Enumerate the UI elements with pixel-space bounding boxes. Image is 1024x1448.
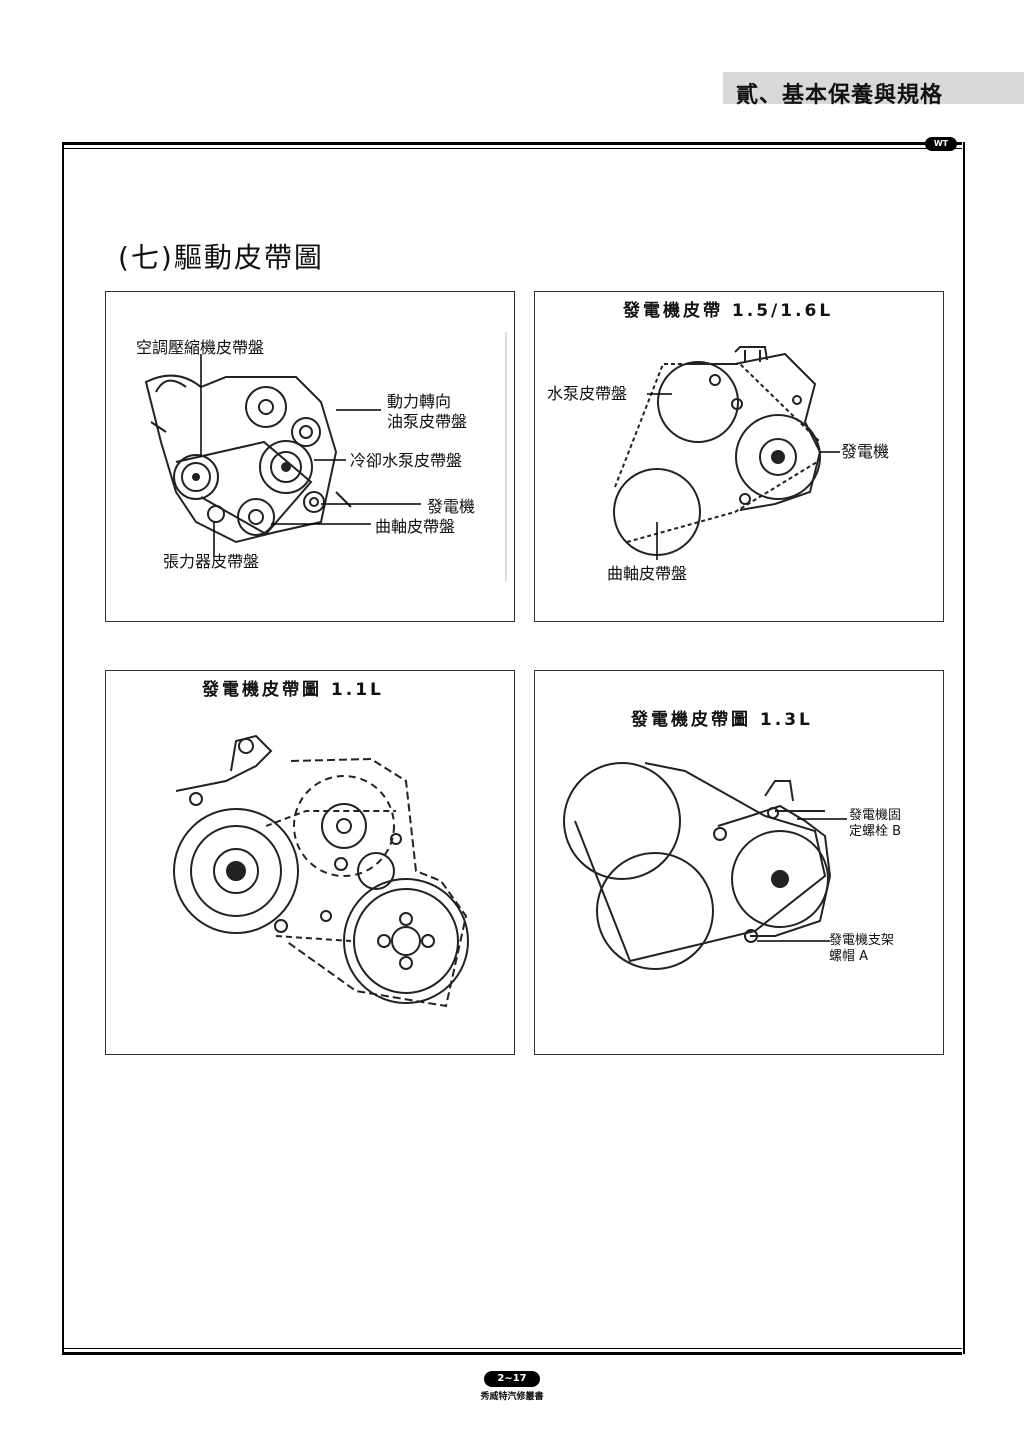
bottom-rule-thin <box>62 1348 962 1349</box>
top-rule <box>62 142 962 145</box>
panel-title: 發電機皮帶圖 1.3L <box>631 710 813 730</box>
label-alternator: 發電機 <box>841 442 890 461</box>
section-title: (七)驅動皮帶圖 <box>118 241 324 274</box>
panel-title: 發電機皮帶圖 1.1L <box>202 680 384 700</box>
page-frame <box>62 142 965 1354</box>
label-water-pump-pulley: 水泵皮帶盤 <box>547 384 628 403</box>
label-water-pump-pulley: 冷卻水泵皮帶盤 <box>350 451 463 470</box>
label-alternator: 發電機 <box>427 497 476 516</box>
panel-alternator-belt-11: 發電機皮帶圖 1.1L <box>105 670 515 1055</box>
bottom-rule <box>62 1352 962 1355</box>
label-bracket-nut-a-line2: 螺帽 A <box>829 949 869 964</box>
label-ac-compressor-pulley: 空調壓縮機皮帶盤 <box>136 338 265 357</box>
alternator-belt-diagram-11 <box>173 734 469 1008</box>
chapter-title: 貳、基本保養與規格 <box>736 83 944 108</box>
panel-alternator-belt-13: 發電機皮帶圖 1.3L 發電機固 定螺栓 B 發電機支架 螺帽 A <box>534 670 944 1055</box>
label-alternator-bolt-b-line2: 定螺栓 B <box>849 824 902 839</box>
alternator-belt-diagram-1516 <box>613 346 840 560</box>
panel-alternator-belt-1516: 發電機皮帶 1.5/1.6L 水泵皮帶盤 發電機 曲軸皮帶盤 <box>534 291 944 622</box>
publisher-mark: 秀威特汽修叢書 <box>480 1392 544 1402</box>
label-tensioner-pulley: 張力器皮帶盤 <box>163 552 260 571</box>
panel-title: 發電機皮帶 1.5/1.6L <box>623 301 834 321</box>
label-crankshaft-pulley: 曲軸皮帶盤 <box>375 517 456 536</box>
alternator-belt-diagram-13 <box>563 762 847 970</box>
label-bracket-nut-a-line1: 發電機支架 <box>829 933 895 948</box>
label-power-steering-line2: 油泵皮帶盤 <box>387 412 468 431</box>
chapter-tab <box>723 72 1024 104</box>
brand-logo: WT <box>925 137 957 151</box>
label-crankshaft-pulley: 曲軸皮帶盤 <box>607 564 688 583</box>
label-alternator-bolt-b-line1: 發電機固 <box>849 808 902 823</box>
panel-drive-belt: 空調壓縮機皮帶盤 動力轉向 油泵皮帶盤 冷卻水泵皮帶盤 發電機 曲軸皮帶盤 張力… <box>105 291 515 622</box>
label-power-steering-line1: 動力轉向 <box>387 392 452 411</box>
top-rule-thin <box>62 148 962 149</box>
engine-belt-diagram <box>144 332 507 582</box>
page-number: 2~17 <box>484 1371 540 1387</box>
